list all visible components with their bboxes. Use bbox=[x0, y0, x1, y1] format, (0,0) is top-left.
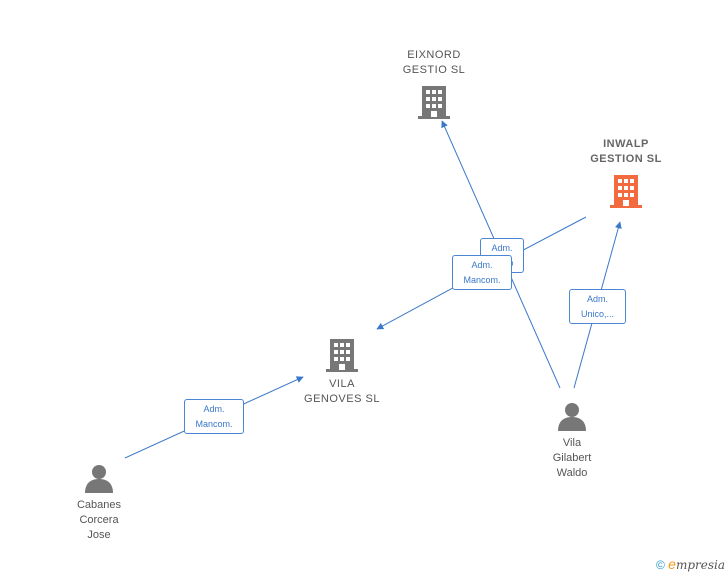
person-label-vila-gilabert: Vila Gilabert Waldo bbox=[552, 437, 592, 479]
person-label-cabanes: Cabanes Corcera Jose bbox=[76, 499, 122, 541]
person-icon bbox=[558, 403, 586, 431]
edge-label-inwalp-vila-genoves[interactable]: Adm. Mancom. bbox=[452, 255, 512, 290]
company-node-eixnord[interactable]: EIXNORD GESTIO SL bbox=[384, 48, 484, 120]
building-icon bbox=[418, 86, 450, 119]
brand-logo-text: mpresia bbox=[675, 558, 725, 572]
brand-logo-e: e bbox=[668, 556, 676, 572]
person-node-cabanes[interactable]: Cabanes Corcera Jose bbox=[57, 463, 141, 543]
company-label-eixnord: EIXNORD GESTIO SL bbox=[402, 49, 466, 76]
copyright-icon: © bbox=[655, 558, 665, 572]
company-node-vila-genoves[interactable]: VILA GENOVES SL bbox=[292, 337, 392, 407]
person-icon bbox=[85, 465, 113, 493]
edge-label-vila-gilabert-inwalp[interactable]: Adm. Unico,... bbox=[569, 289, 626, 324]
footer-brand: © empresia bbox=[656, 556, 725, 572]
company-label-inwalp: INWALP GESTION SL bbox=[590, 138, 662, 165]
company-node-inwalp[interactable]: INWALP GESTION SL bbox=[576, 137, 676, 209]
company-label-vila-genoves: VILA GENOVES SL bbox=[304, 378, 380, 405]
building-icon bbox=[326, 339, 358, 372]
edge-label-cabanes-vila-genoves[interactable]: Adm. Mancom. bbox=[184, 399, 244, 434]
building-icon bbox=[610, 175, 642, 208]
person-node-vila-gilabert[interactable]: Vila Gilabert Waldo bbox=[530, 401, 614, 481]
